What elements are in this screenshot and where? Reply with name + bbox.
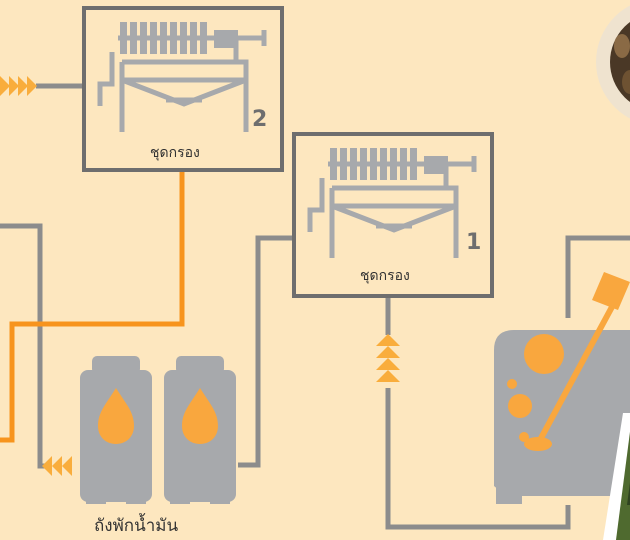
reactor-tank: [494, 272, 630, 504]
filter-unit-2-number: 2: [252, 107, 268, 132]
oil-drop-icon: [182, 388, 218, 444]
filter-press-icon: [97, 30, 267, 132]
filter-unit-1: [292, 132, 494, 298]
flow-arrow-icon: [42, 456, 72, 476]
flow-arrow-icon: [376, 334, 400, 382]
filter-plates: [120, 22, 238, 54]
filter-unit-1-number: 1: [466, 230, 482, 255]
filter-unit-2-label: ชุดกรอง: [150, 145, 200, 161]
flow-arrow-icon: [0, 76, 37, 96]
mixer-paddle-icon: [524, 272, 630, 451]
pipe-right-top: [565, 235, 630, 318]
reactor-body: [494, 330, 630, 496]
filter-plates: [330, 148, 448, 180]
bubbles: [507, 334, 564, 442]
storage-tanks: [80, 356, 236, 504]
product-photo-top: [596, 5, 630, 119]
storage-tanks-label: ถังพักน้ำมัน: [94, 516, 179, 536]
pipe-tank-to-filter1: [238, 235, 294, 468]
oil-line-filter2-to-tanks: [0, 172, 185, 443]
filter-unit-2: [82, 6, 284, 172]
filter-unit-1-label: ชุดกรอง: [360, 268, 410, 284]
pipe-reactor-return: [385, 388, 571, 530]
oil-drop-icon: [98, 388, 134, 444]
photo-bottom: [603, 413, 630, 540]
filter-unit-2-frame: [82, 6, 284, 172]
